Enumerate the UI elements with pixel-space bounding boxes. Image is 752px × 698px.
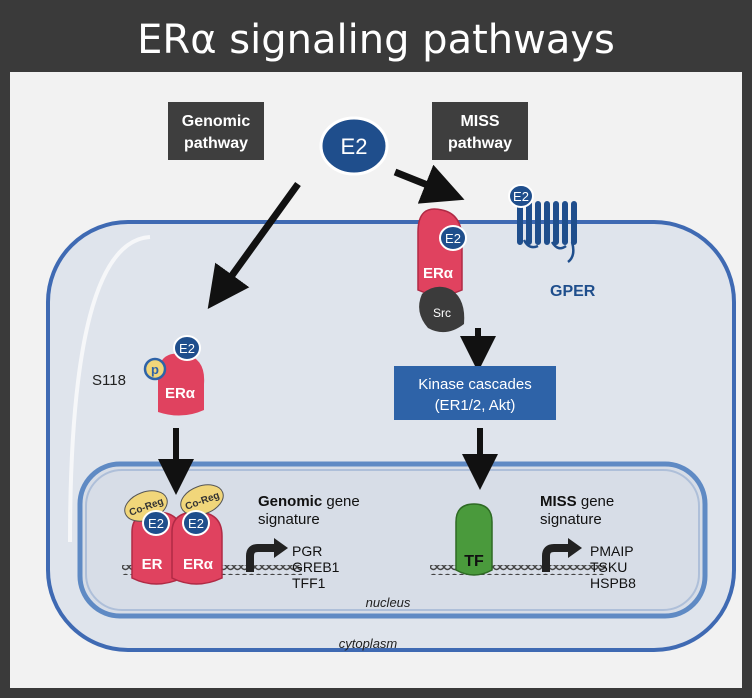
gper-receptor: E2 GPER bbox=[508, 184, 596, 300]
phospho-p-text: p bbox=[151, 362, 159, 377]
dna-right bbox=[430, 565, 606, 575]
dimer-e2-right: E2 bbox=[188, 516, 204, 531]
cytoplasmic-era: S118 p E2 ERα bbox=[92, 335, 205, 416]
membrane-era-complex: E2 ERα Src bbox=[417, 208, 467, 333]
nucleus bbox=[77, 461, 708, 619]
miss-label-line1: MISS bbox=[460, 113, 499, 130]
tf-text: TF bbox=[464, 553, 484, 570]
kinase-line2: (ER1/2, Akt) bbox=[435, 397, 516, 414]
kinase-line1: Kinase cascades bbox=[418, 376, 531, 393]
genomic-signature-line2: signature bbox=[258, 511, 320, 528]
genomic-label-line1: Genomic bbox=[182, 113, 251, 130]
miss-pathway-label: MISS pathway bbox=[432, 102, 528, 160]
membrane-era-text: ERα bbox=[423, 265, 454, 282]
dimer-er-text: ER bbox=[142, 556, 163, 573]
arrow-to-miss bbox=[393, 164, 465, 204]
genomic-pathway-label: Genomic pathway bbox=[168, 102, 264, 160]
e2-ligand-main: E2 bbox=[319, 116, 389, 176]
genomic-label-line2: pathway bbox=[184, 135, 248, 152]
miss-signature-line2: signature bbox=[540, 511, 602, 528]
figure-title: ERα signaling pathways bbox=[137, 17, 615, 63]
transcription-arrow-genomic bbox=[246, 544, 276, 572]
miss-label-line2: pathway bbox=[448, 135, 512, 152]
transcription-factor: TF bbox=[455, 503, 493, 576]
gper-e2-text: E2 bbox=[513, 189, 529, 204]
genomic-gene-3: TFF1 bbox=[292, 575, 326, 591]
kinase-cascades-box: Kinase cascades (ER1/2, Akt) bbox=[394, 366, 556, 420]
dimer-e2-left: E2 bbox=[148, 516, 164, 531]
genomic-gene-1: PGR bbox=[292, 543, 322, 559]
gper-label: GPER bbox=[550, 283, 596, 300]
s118-label: S118 bbox=[92, 372, 126, 389]
era-dimer: Co-Reg Co-Reg E2 E2 ER ERα bbox=[124, 484, 224, 585]
cyto-era-text: ERα bbox=[165, 385, 196, 402]
membrane-e2-text: E2 bbox=[445, 231, 461, 246]
cytoplasm-label: cytoplasm bbox=[339, 636, 398, 651]
miss-gene-3: HSPB8 bbox=[590, 575, 636, 591]
genomic-gene-2: GREB1 bbox=[292, 559, 340, 575]
miss-signature-title: MISS gene bbox=[540, 493, 614, 510]
cyto-e2-text: E2 bbox=[179, 341, 195, 356]
e2-main-text: E2 bbox=[341, 134, 368, 159]
diagram-canvas: Genomic pathway MISS pathway E2 E2 GPER bbox=[10, 72, 742, 688]
genomic-signature-title: Genomic gene bbox=[258, 493, 360, 510]
dimer-era-text: ERα bbox=[183, 556, 214, 573]
src-text: Src bbox=[433, 306, 451, 320]
nucleus-label: nucleus bbox=[366, 595, 411, 610]
transcription-arrow-miss bbox=[542, 544, 570, 572]
arrow-to-genomic bbox=[207, 181, 301, 310]
miss-gene-1: PMAIP bbox=[590, 543, 634, 559]
miss-gene-2: TSKU bbox=[590, 559, 627, 575]
